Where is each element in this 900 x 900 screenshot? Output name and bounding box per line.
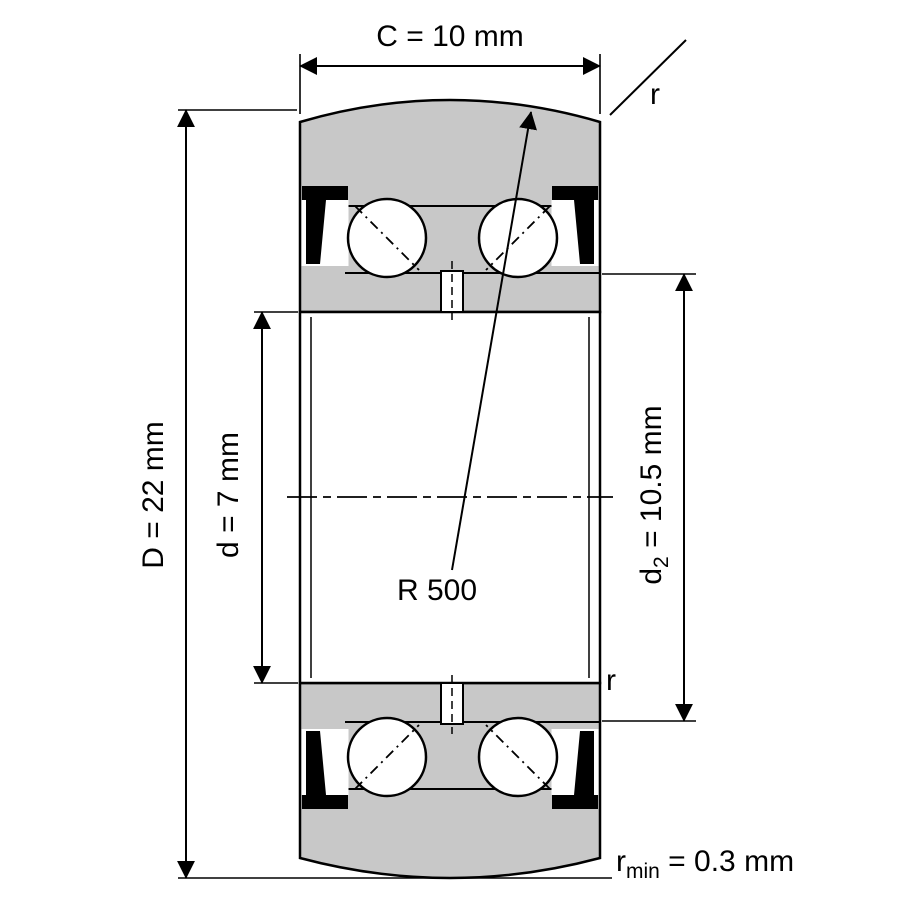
d2-subscript: 2 — [650, 556, 673, 568]
seal-bottom-right — [552, 731, 598, 809]
annotation-fillet-radius-inner: r — [606, 664, 616, 697]
fillet-radius-label-inner: r — [606, 664, 616, 697]
dimension-width-C: C = 10 mm — [299, 20, 601, 114]
contact-line-bottom-right — [485, 724, 551, 790]
contact-line-top-left — [354, 205, 420, 271]
seal-top-right — [552, 186, 598, 264]
d2-value: = 10.5 mm — [635, 405, 668, 556]
dimension-shoulder-d2: d2 = 10.5 mm — [602, 273, 696, 722]
seal-lip-bottom-left — [306, 731, 326, 795]
rmin-symbol: r — [616, 845, 626, 878]
dimension-outer-diameter-D: D = 22 mm — [137, 109, 612, 879]
rmin-subscript: min — [626, 860, 660, 883]
contact-line-bottom-left — [354, 724, 420, 790]
seal-anchor-top-right — [552, 186, 598, 200]
crown-radius-label: R 500 — [397, 574, 477, 607]
corner-radius-label-top: r — [650, 78, 660, 111]
seal-top-left — [302, 186, 348, 264]
seal-anchor-bottom-right — [552, 795, 598, 809]
dimension-label-d2: d2 = 10.5 mm — [635, 405, 673, 584]
bearing-body — [287, 98, 613, 880]
annotation-corner-radius-top: r — [609, 39, 687, 116]
seal-lip-top-right — [574, 200, 594, 264]
seal-lip-top-left — [306, 200, 326, 264]
dimension-label-C: C = 10 mm — [376, 20, 524, 53]
rmin-label: rmin = 0.3 mm — [616, 845, 794, 883]
rolling-elements — [346, 197, 559, 798]
rmin-value: = 0.3 mm — [660, 845, 794, 878]
seal-anchor-bottom-left — [302, 795, 348, 809]
contact-line-top-right — [485, 205, 551, 271]
dimension-label-d: d = 7 mm — [212, 432, 245, 558]
dimension-bore-d: d = 7 mm — [212, 311, 298, 684]
seal-lip-bottom-right — [574, 731, 594, 795]
dimension-label-D: D = 22 mm — [137, 421, 170, 569]
leader-line — [609, 39, 687, 116]
annotation-rmin: rmin = 0.3 mm — [616, 845, 794, 883]
d2-symbol: d — [635, 568, 668, 585]
annotation-crown-radius: R 500 — [397, 111, 537, 607]
leader-line — [451, 111, 537, 571]
seal-bottom-left — [302, 731, 348, 809]
seal-anchor-top-left — [302, 186, 348, 200]
